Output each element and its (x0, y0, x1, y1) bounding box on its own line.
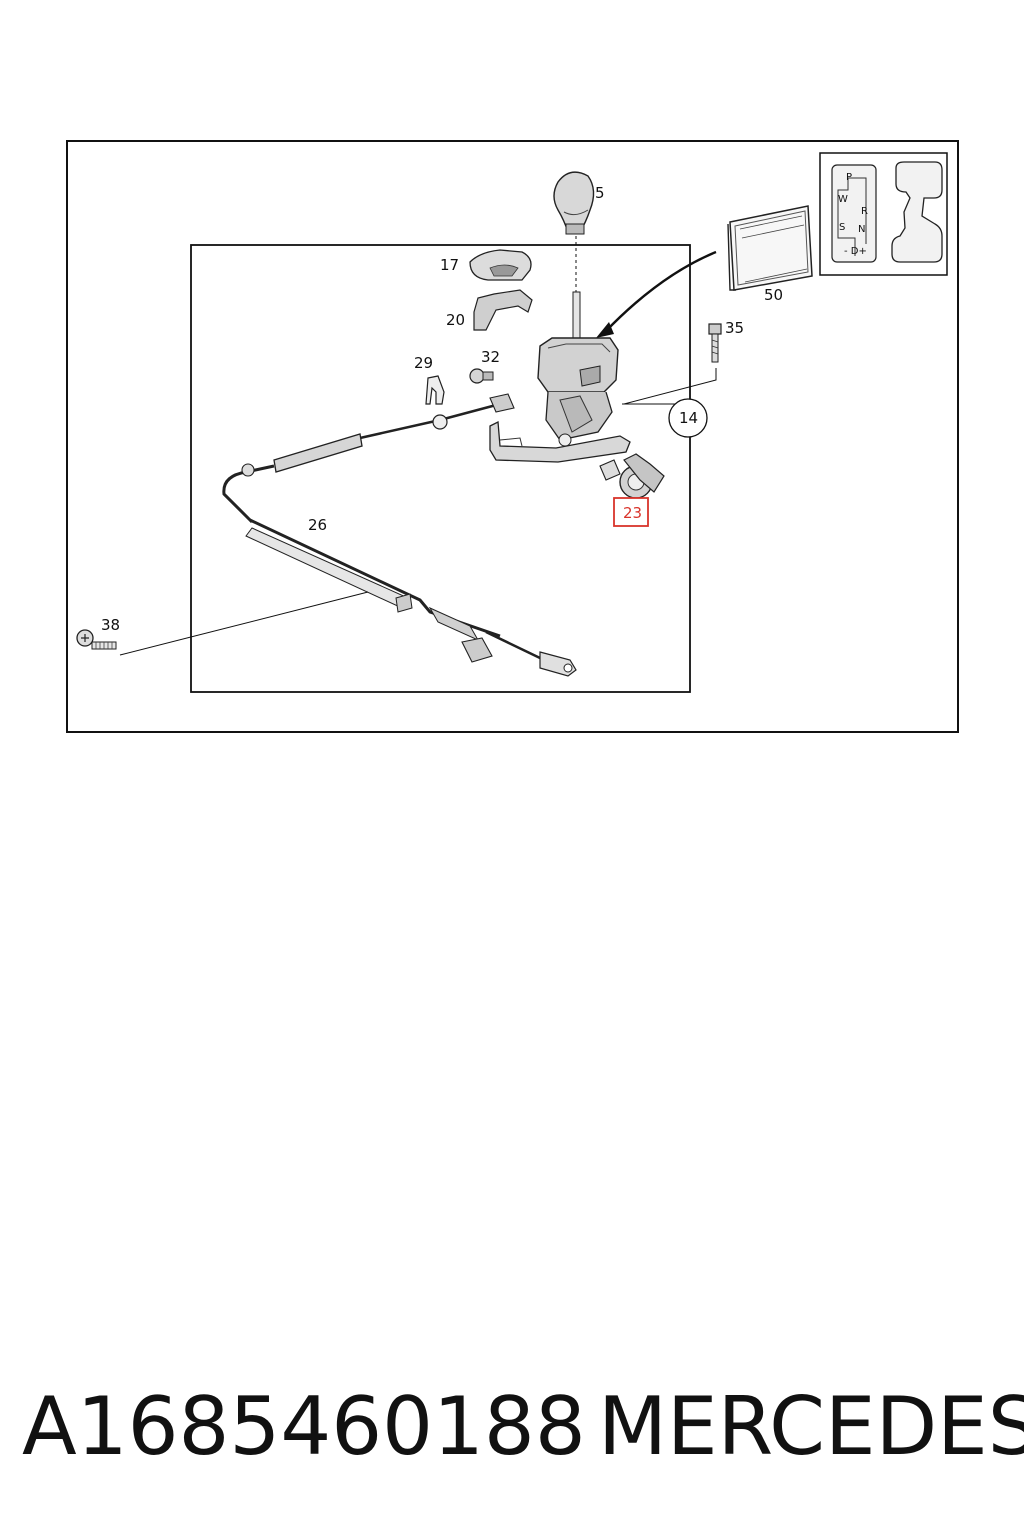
gate-label-r: R (861, 206, 868, 217)
sensor-part (599, 453, 665, 499)
callout-32: 32 (481, 348, 500, 366)
bolt-leader-line (623, 368, 717, 405)
gate-label-n: N (858, 224, 865, 235)
callout-26: 26 (308, 516, 327, 534)
gate-label-s: S (839, 222, 845, 233)
callout-20: 20 (446, 311, 465, 329)
gate-slot-shape (891, 161, 943, 263)
callout-14: 14 (679, 409, 698, 427)
outer-frame (66, 140, 959, 733)
indicator-cover-part (727, 205, 813, 291)
shifter-assembly (489, 291, 631, 463)
screw-leader-line (119, 591, 369, 656)
assembly-arrow-head (596, 322, 614, 338)
callout-38: 38 (101, 616, 120, 634)
shift-cable-part (222, 393, 577, 677)
callout-35: 35 (725, 319, 744, 337)
highlight-box (613, 497, 649, 527)
callout-23: 23 (623, 504, 642, 522)
bolt-part (708, 323, 722, 363)
shift-boot-part (473, 289, 533, 331)
gate-pattern-inset: P W R S N - D+ (819, 152, 948, 276)
clip-part (425, 375, 445, 405)
callout-17: 17 (440, 256, 459, 274)
gate-label-p: P (846, 172, 852, 183)
parts-diagram: P W R S N - D+ (66, 140, 959, 733)
inner-frame (190, 244, 691, 693)
callout-5: 5 (595, 184, 605, 202)
plug-part (469, 368, 494, 384)
shift-knob-part (553, 171, 595, 235)
part-number: A1685460188 (22, 1380, 586, 1473)
brand-name: MERCEDES (598, 1380, 1024, 1473)
callout-50: 50 (764, 286, 783, 304)
screw-part (76, 629, 117, 650)
callout-29: 29 (414, 354, 433, 372)
gate-label-drive: - D+ (844, 246, 867, 257)
assembly-arrow (604, 250, 717, 333)
gate-label-w: W (838, 194, 848, 205)
callout-14-circle (668, 398, 708, 438)
